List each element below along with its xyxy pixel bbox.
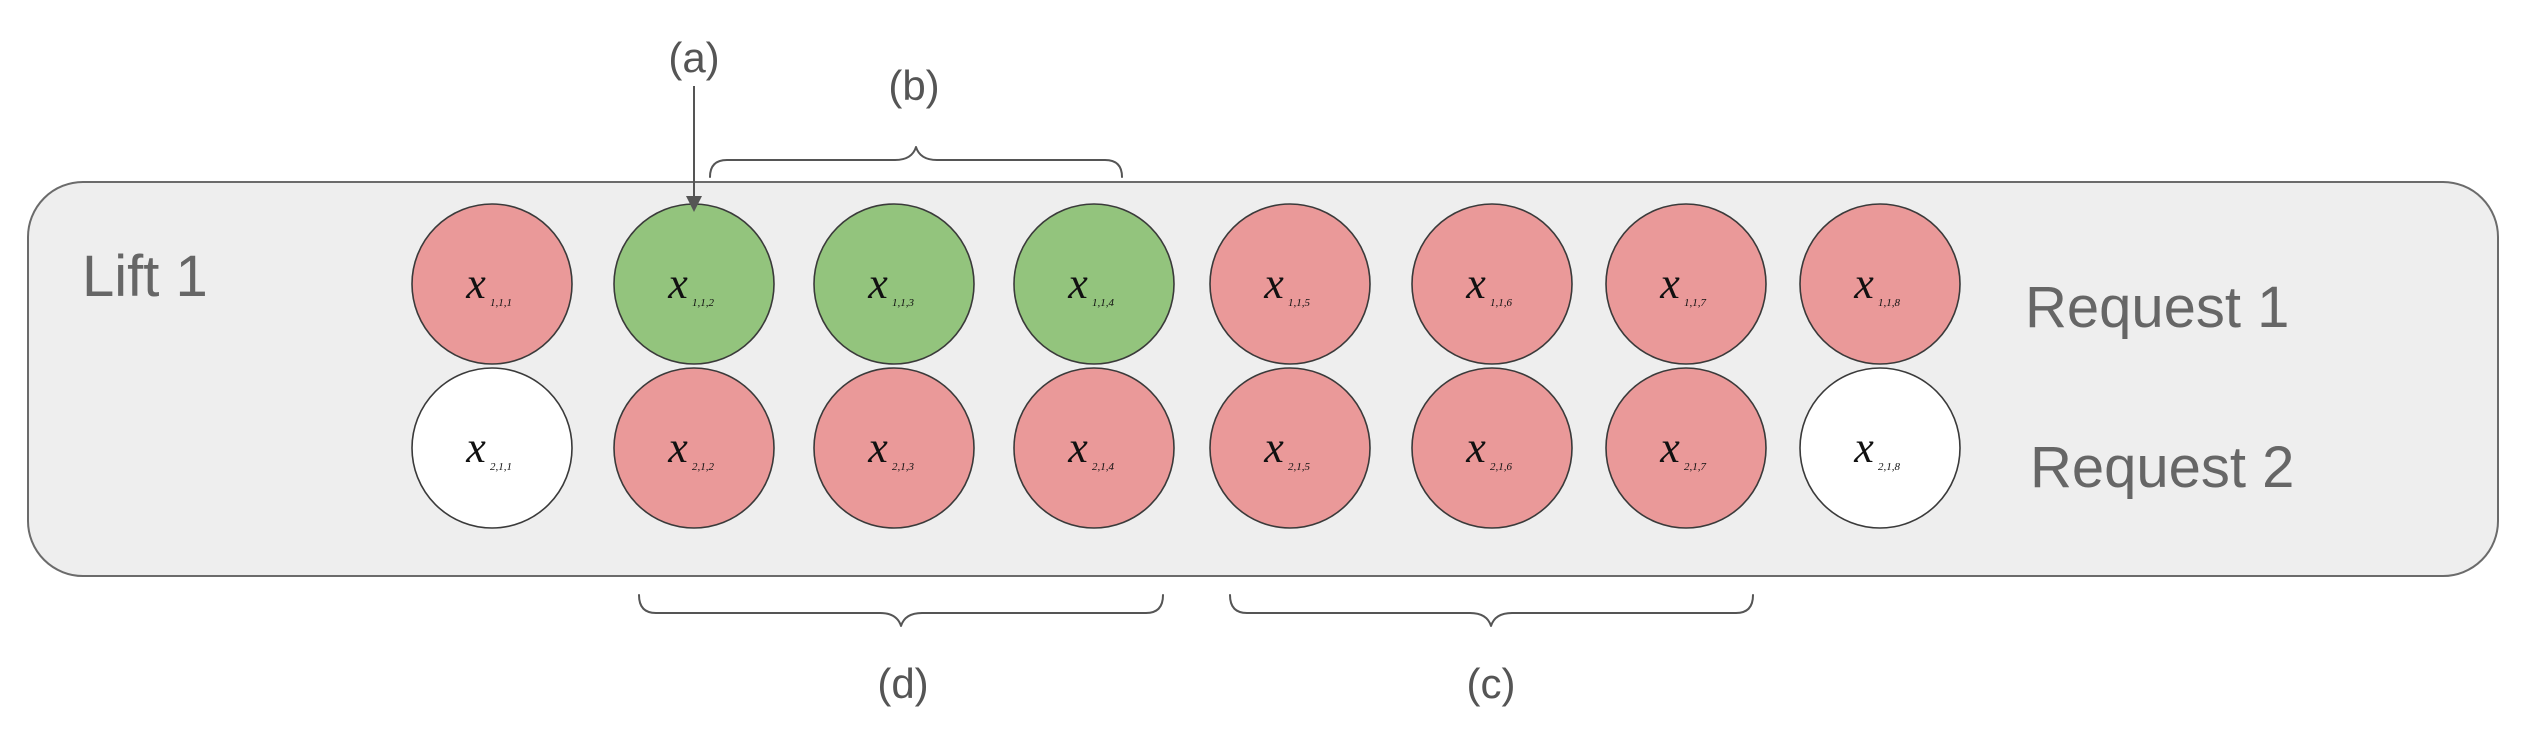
- node-circle: [1411, 367, 1573, 529]
- node-circle: [813, 203, 975, 365]
- node-variable: x: [867, 423, 888, 472]
- node-variable: x: [1067, 259, 1088, 308]
- node-x-1-1-8: x 1,1,8: [1799, 203, 1961, 365]
- node-circle: [1013, 203, 1175, 365]
- node-x-1-1-4: x 1,1,4: [1013, 203, 1175, 365]
- node-circle: [411, 203, 573, 365]
- node-variable: x: [1659, 259, 1680, 308]
- node-circle: [1799, 203, 1961, 365]
- node-subscript: 2,1,4: [1092, 461, 1115, 473]
- node-circle: [1605, 367, 1767, 529]
- node-subscript: 1,1,3: [892, 297, 915, 309]
- node-variable: x: [1263, 423, 1284, 472]
- node-subscript: 2,1,7: [1684, 461, 1707, 473]
- node-subscript: 1,1,6: [1490, 297, 1513, 309]
- node-x-1-1-1: x 1,1,1: [411, 203, 573, 365]
- request-2-label: Request 2: [2030, 435, 2294, 500]
- node-circle: [1799, 367, 1961, 529]
- node-x-2-1-7: x 2,1,7: [1605, 367, 1767, 529]
- node-subscript: 2,1,8: [1878, 461, 1901, 473]
- node-variable: x: [1465, 423, 1486, 472]
- node-variable: x: [465, 259, 486, 308]
- annotation-c: (c): [1467, 660, 1516, 707]
- request-2-row: x 2,1,1 x 2,1,2 x 2,1,3 x 2,1,4 x 2,1,5 x 2,1,6 x 2,1…: [411, 367, 1961, 529]
- brace-c: [1229, 594, 1754, 627]
- annotation-a-arrow-head: [686, 196, 702, 212]
- node-variable: x: [1853, 423, 1874, 472]
- node-subscript: 1,1,5: [1288, 297, 1311, 309]
- lift-label: Lift 1: [82, 244, 208, 309]
- node-circle: [411, 367, 573, 529]
- node-variable: x: [1659, 423, 1680, 472]
- node-x-2-1-4: x 2,1,4: [1013, 367, 1175, 529]
- node-subscript: 2,1,2: [692, 461, 715, 473]
- node-x-2-1-3: x 2,1,3: [813, 367, 975, 529]
- node-variable: x: [667, 259, 688, 308]
- node-variable: x: [667, 423, 688, 472]
- node-subscript: 1,1,1: [490, 297, 512, 309]
- node-variable: x: [1853, 259, 1874, 308]
- node-circle: [1411, 203, 1573, 365]
- node-variable: x: [465, 423, 486, 472]
- node-subscript: 2,1,3: [892, 461, 915, 473]
- node-circle: [613, 203, 775, 365]
- node-variable: x: [1263, 259, 1284, 308]
- node-variable: x: [1465, 259, 1486, 308]
- brace-b: [709, 146, 1123, 178]
- node-x-2-1-2: x 2,1,2: [613, 367, 775, 529]
- node-x-1-1-6: x 1,1,6: [1411, 203, 1573, 365]
- brace-d: [638, 594, 1164, 627]
- node-circle: [1605, 203, 1767, 365]
- node-circle: [813, 367, 975, 529]
- node-x-2-1-8: x 2,1,8: [1799, 367, 1961, 529]
- node-subscript: 1,1,2: [692, 297, 715, 309]
- node-subscript: 1,1,4: [1092, 297, 1115, 309]
- node-subscript: 1,1,7: [1684, 297, 1707, 309]
- node-subscript: 2,1,1: [490, 461, 512, 473]
- node-subscript: 2,1,6: [1490, 461, 1513, 473]
- node-variable: x: [867, 259, 888, 308]
- annotation-d: (d): [877, 660, 928, 707]
- node-x-1-1-2: x 1,1,2: [613, 203, 775, 365]
- node-x-2-1-5: x 2,1,5: [1209, 367, 1371, 529]
- annotation-a: (a): [668, 34, 719, 81]
- node-subscript: 2,1,5: [1288, 461, 1311, 473]
- node-circle: [1013, 367, 1175, 529]
- request-1-label: Request 1: [2025, 275, 2289, 340]
- node-variable: x: [1067, 423, 1088, 472]
- node-x-2-1-6: x 2,1,6: [1411, 367, 1573, 529]
- node-circle: [1209, 367, 1371, 529]
- node-circle: [1209, 203, 1371, 365]
- node-circle: [613, 367, 775, 529]
- node-x-1-1-5: x 1,1,5: [1209, 203, 1371, 365]
- annotation-b: (b): [888, 62, 939, 109]
- node-subscript: 1,1,8: [1878, 297, 1901, 309]
- node-x-1-1-3: x 1,1,3: [813, 203, 975, 365]
- request-1-row: x 1,1,1 x 1,1,2 x 1,1,3 x 1,1,4 x 1,1,5 x 1,1,6 x 1,1…: [411, 203, 1961, 365]
- node-x-2-1-1: x 2,1,1: [411, 367, 573, 529]
- node-x-1-1-7: x 1,1,7: [1605, 203, 1767, 365]
